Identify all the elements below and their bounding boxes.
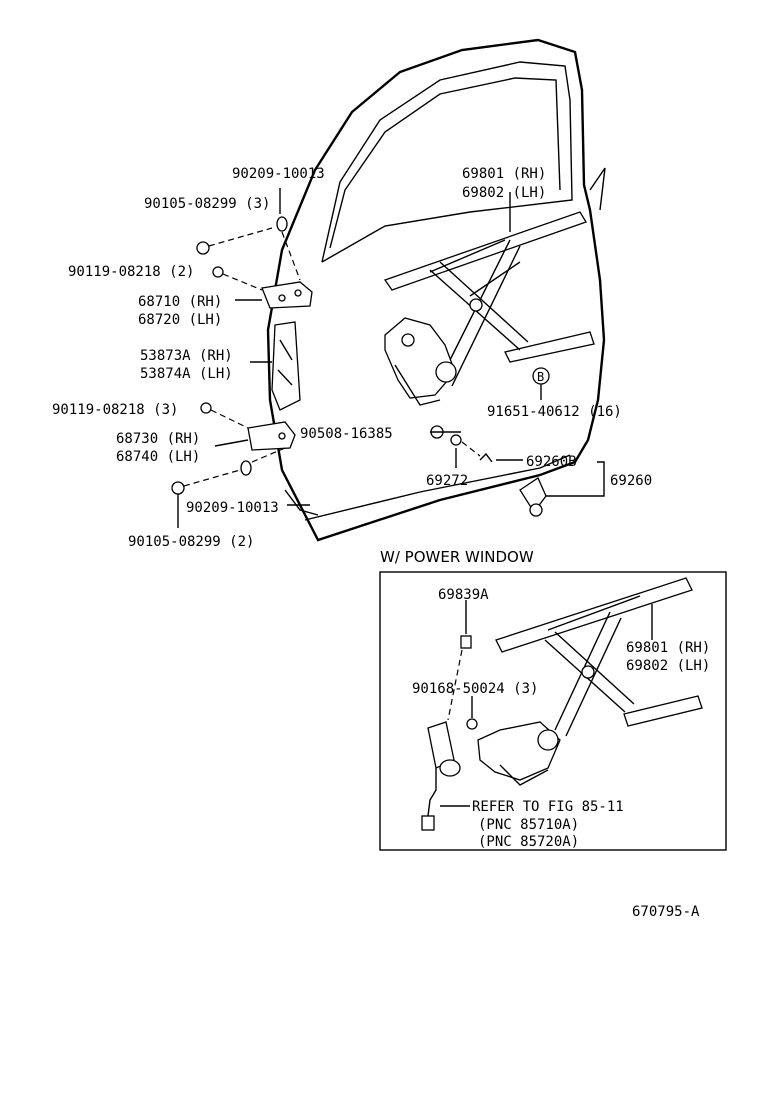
label-pnc1: (PNC 85710A) xyxy=(478,817,579,833)
door-check xyxy=(271,321,301,411)
label-90209-bot: 90209-10013 xyxy=(186,500,279,516)
label-69272: 69272 xyxy=(426,473,468,489)
label-90105-top: 90105-08299 (3) xyxy=(144,196,270,212)
bolt-90119-mid xyxy=(200,402,249,429)
motor-cushion-69839a xyxy=(447,600,472,721)
power-regulator xyxy=(477,577,703,786)
washer-90209-bot xyxy=(240,460,252,476)
label-69801-inset: 69801 (RH) xyxy=(626,640,710,656)
bolt-90105-top xyxy=(196,227,273,255)
lower-hinge xyxy=(247,421,296,451)
main-labels: 90209-10013 90105-08299 (3) 90119-08218 … xyxy=(52,166,652,550)
label-53874a: 53874A (LH) xyxy=(140,366,233,382)
label-90168: 90168-50024 (3) xyxy=(412,681,538,697)
label-90209-top: 90209-10013 xyxy=(232,166,325,182)
label-pnc2: (PNC 85720A) xyxy=(478,834,579,850)
label-68740: 68740 (LH) xyxy=(116,449,200,465)
window-regulator xyxy=(383,211,595,406)
upper-hinge xyxy=(261,281,313,309)
label-69260: 69260 xyxy=(610,473,652,489)
label-refer: REFER TO FIG 85-11 xyxy=(472,799,624,815)
label-69801: 69801 (RH) xyxy=(462,166,546,182)
label-91651: 91651-40612 (16) xyxy=(487,404,622,420)
power-motor xyxy=(421,721,461,831)
figure-id: 670795-A xyxy=(632,904,700,920)
label-69260b: 69260B xyxy=(526,454,577,470)
handle-shaft-parts xyxy=(430,425,547,517)
power-window-inset: W/ POWER WINDOW xyxy=(379,548,727,851)
bolt-90168 xyxy=(466,696,478,730)
label-68730: 68730 (RH) xyxy=(116,431,200,447)
label-90119-mid: 90119-08218 (3) xyxy=(52,402,178,418)
bolt-90119-top xyxy=(212,266,263,291)
washer-90209-top xyxy=(276,216,301,281)
power-window-title: W/ POWER WINDOW xyxy=(380,548,534,566)
label-69802-inset: 69802 (LH) xyxy=(626,658,710,674)
label-53873a: 53873A (RH) xyxy=(140,348,233,364)
callout-b: B xyxy=(532,367,550,385)
leader-lines xyxy=(177,188,605,528)
label-90105-bot: 90105-08299 (2) xyxy=(128,534,254,550)
label-68720: 68720 (LH) xyxy=(138,312,222,328)
label-69839a: 69839A xyxy=(438,587,489,603)
label-90508: 90508-16385 xyxy=(300,426,393,442)
label-90119-top: 90119-08218 (2) xyxy=(68,264,194,280)
label-68710: 68710 (RH) xyxy=(138,294,222,310)
callout-b-label: B xyxy=(537,370,544,384)
power-window-frame xyxy=(379,571,727,851)
label-69802: 69802 (LH) xyxy=(462,185,546,201)
